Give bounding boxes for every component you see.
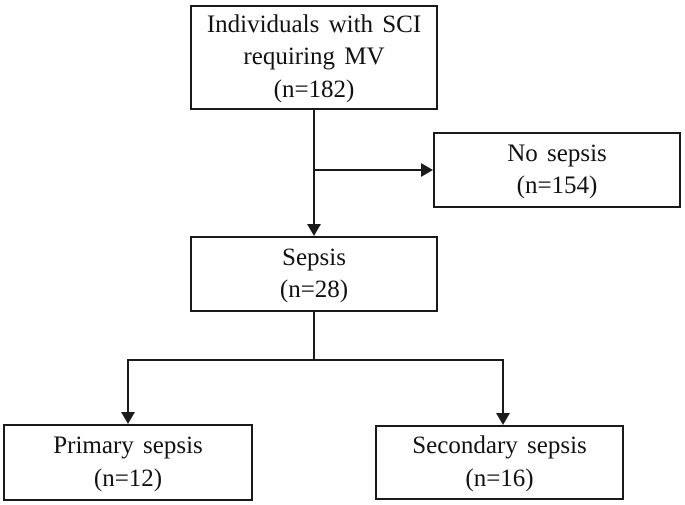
node-count: (n=154)	[516, 172, 598, 199]
connector-split-crossbar-line	[127, 359, 504, 361]
node-count: (n=28)	[279, 276, 349, 303]
connector-to-primary-line	[127, 359, 129, 413]
connector-root-to-sepsis-line	[313, 110, 315, 225]
node-secondary-sepsis: Secondary sepsis (n=16)	[375, 425, 624, 500]
connector-root-to-no-sepsis-line	[314, 169, 422, 171]
arrowhead-down-into-primary-icon	[121, 412, 135, 424]
node-label-line: Secondary sepsis	[412, 432, 587, 459]
node-no-sepsis: No sepsis (n=154)	[433, 132, 681, 208]
node-sepsis: Sepsis (n=28)	[190, 236, 438, 312]
arrowhead-right-into-no-sepsis-icon	[421, 163, 433, 177]
node-count: (n=12)	[93, 464, 163, 492]
node-label-line: Sepsis	[282, 243, 346, 271]
node-count: (n=16)	[465, 464, 534, 492]
node-individuals-with-sci: Individuals with SCI requiring MV (n=182…	[190, 5, 438, 110]
connector-sepsis-stem-line	[313, 312, 315, 360]
connector-to-secondary-line	[502, 359, 504, 414]
node-label-line: No sepsis	[507, 139, 607, 167]
node-count: (n=182)	[273, 75, 355, 103]
arrowhead-down-into-secondary-icon	[496, 413, 510, 425]
node-label-line: Individuals with SCI	[206, 10, 422, 38]
arrowhead-down-into-sepsis-icon	[307, 224, 321, 236]
node-label-line: Primary sepsis	[53, 432, 203, 459]
node-primary-sepsis: Primary sepsis (n=12)	[3, 424, 253, 501]
node-label-line: requiring MV	[243, 43, 385, 71]
